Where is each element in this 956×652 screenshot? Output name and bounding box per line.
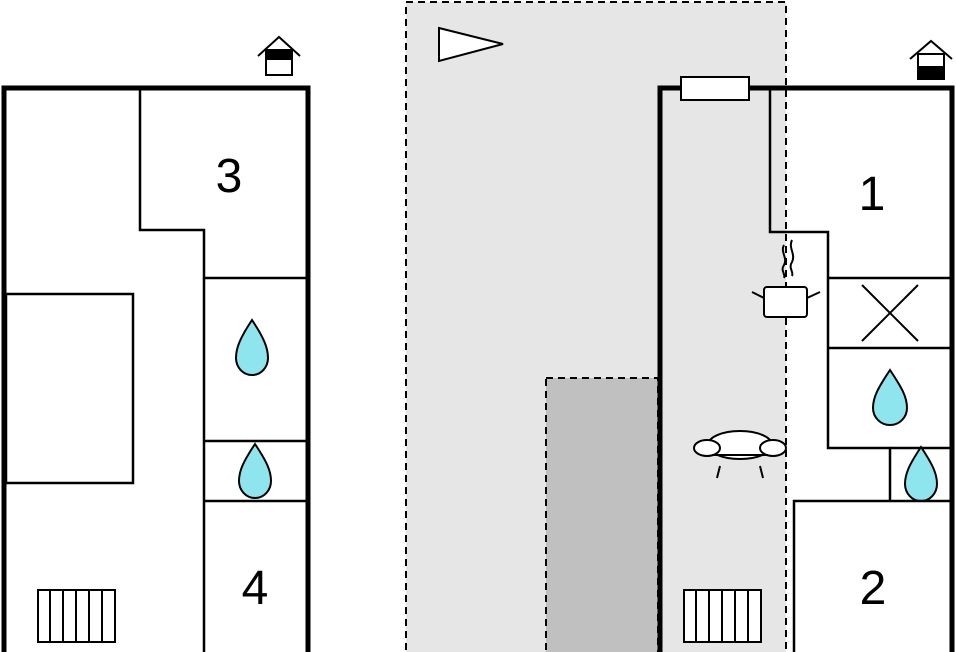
cooking-pot-icon <box>751 239 821 318</box>
water-drop-icon <box>903 445 939 502</box>
left-floor-outline <box>1 85 311 652</box>
sofa-icon <box>693 430 787 479</box>
terrace-area <box>545 377 659 652</box>
stair-void <box>4 292 135 485</box>
window <box>680 76 750 101</box>
right-floor-outline <box>657 85 955 652</box>
house-floor-icon <box>257 35 301 76</box>
water-drop-icon <box>237 442 273 499</box>
room-1-label: 1 <box>859 168 886 221</box>
balcony-x-icon <box>861 284 919 342</box>
room-3-label: 3 <box>216 150 243 203</box>
direction-arrow-icon <box>438 26 504 63</box>
left-floor: 3 4 <box>1 35 311 652</box>
right-floor: 1 2 <box>657 39 955 652</box>
room-2-label: 2 <box>860 562 887 615</box>
room-4-label: 4 <box>242 562 269 615</box>
house-floor-icon <box>909 39 953 80</box>
water-drop-icon <box>871 368 909 426</box>
stairs-icon <box>683 589 762 643</box>
room-3-wall <box>138 88 308 280</box>
stairs-icon <box>37 589 116 643</box>
room-1-wall <box>768 88 892 501</box>
room-2-wall <box>792 499 952 652</box>
water-drop-icon <box>234 318 270 376</box>
